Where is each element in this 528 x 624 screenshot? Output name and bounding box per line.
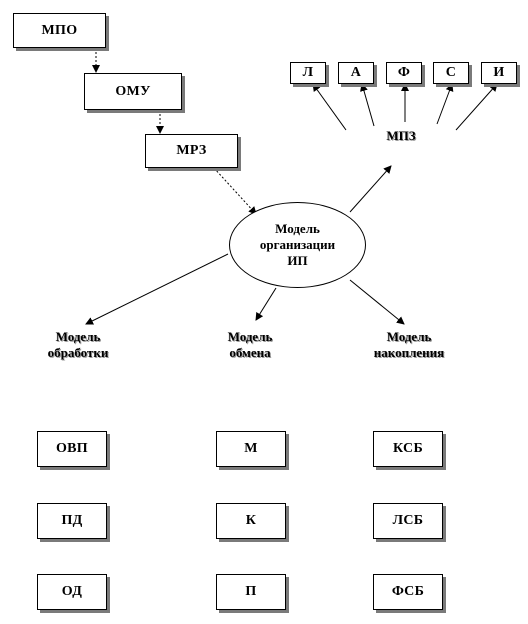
box-mpo: МПО — [13, 13, 106, 48]
model-line-1: Модель — [275, 221, 320, 236]
box-l-label: Л — [302, 65, 314, 80]
submodel-processing: Модель обработки — [28, 329, 128, 361]
arrow-mpz-to-s — [436, 83, 454, 125]
submodel-processing-line1: Модель — [55, 329, 101, 344]
arrow-model-to-processing — [85, 253, 229, 325]
arrow-model-to-exchange — [255, 287, 277, 321]
box-lsb: ЛСБ — [373, 503, 443, 539]
box-ovp: ОВП — [37, 431, 107, 467]
arrow-mpz-to-a — [360, 83, 375, 127]
arrow-mrz-to-model — [213, 167, 257, 215]
mpz-label: МПЗ — [386, 128, 416, 143]
box-f-label: Ф — [397, 65, 411, 80]
submodel-exchange-line1: Модель — [227, 329, 273, 344]
box-od: ОД — [37, 574, 107, 610]
box-a-label: А — [350, 65, 362, 80]
model-line-2: организации — [259, 237, 336, 252]
model-line-3: ИП — [287, 253, 308, 268]
box-omu: ОМУ — [84, 73, 182, 110]
box-p-label: П — [245, 584, 257, 599]
submodel-exchange-line2: обмена — [229, 345, 271, 360]
box-k: К — [216, 503, 286, 539]
box-fsb: ФСБ — [373, 574, 443, 610]
box-i: И — [481, 62, 517, 84]
submodel-accumulation-line2: накопления — [373, 345, 445, 360]
box-mrz-label: МРЗ — [176, 143, 207, 158]
box-pd-label: ПД — [61, 513, 83, 528]
submodel-exchange: Модель обмена — [200, 329, 300, 361]
model-organization-node: Модель организации ИП — [229, 202, 366, 288]
box-l: Л — [290, 62, 326, 84]
arrow-mpz-to-i — [455, 83, 498, 131]
arrow-model-to-accumulation — [349, 279, 405, 325]
box-m-label: М — [244, 441, 258, 456]
box-fsb-label: ФСБ — [391, 584, 425, 599]
box-od-label: ОД — [61, 584, 83, 599]
arrow-mpz-to-l — [312, 83, 347, 131]
box-ovp-label: ОВП — [55, 441, 89, 456]
box-f: Ф — [386, 62, 422, 84]
box-m: М — [216, 431, 286, 467]
box-mpo-label: МПО — [41, 22, 78, 38]
submodel-accumulation: Модель накопления — [356, 329, 462, 361]
box-s: С — [433, 62, 469, 84]
box-mrz: МРЗ — [145, 134, 238, 168]
box-pd: ПД — [37, 503, 107, 539]
submodel-accumulation-line1: Модель — [386, 329, 432, 344]
box-ksb: КСБ — [373, 431, 443, 467]
box-s-label: С — [445, 65, 457, 80]
box-p: П — [216, 574, 286, 610]
box-a: А — [338, 62, 374, 84]
box-i-label: И — [493, 65, 505, 80]
submodel-processing-line2: обработки — [47, 345, 109, 360]
box-ksb-label: КСБ — [392, 441, 424, 456]
arrow-model-to-mpz — [349, 165, 392, 213]
box-lsb-label: ЛСБ — [392, 513, 424, 528]
box-k-label: К — [245, 513, 257, 528]
box-omu-label: ОМУ — [115, 83, 151, 99]
